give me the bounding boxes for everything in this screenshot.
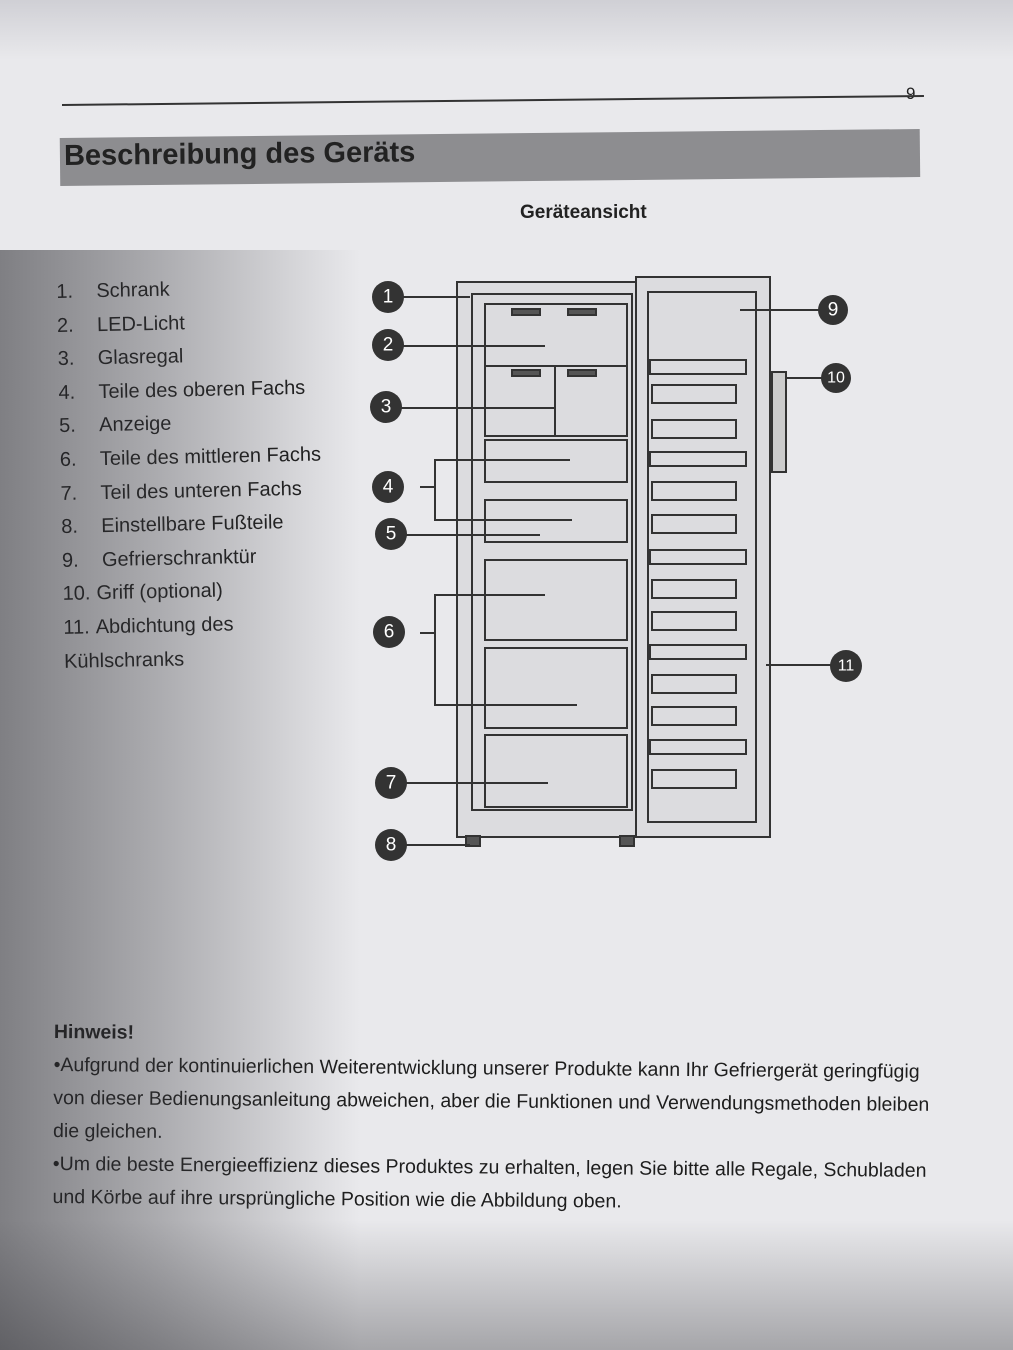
part-label: Teile des oberen Fachs — [98, 376, 306, 403]
led-light — [511, 308, 541, 316]
part-number: 9. — [61, 549, 79, 572]
note-bullet: •Aufgrund der kontinuierlichen Weiterent… — [53, 1053, 930, 1143]
part-number: 5. — [58, 414, 77, 438]
callout-4 — [372, 471, 404, 503]
callout-label: 8 — [386, 835, 397, 856]
part-label: LED-Licht — [96, 311, 186, 336]
callout-label: 10 — [827, 370, 845, 387]
part-label: Abdichtung des — [95, 613, 234, 639]
door-shelf — [649, 359, 747, 375]
door-shelf — [649, 644, 747, 660]
callout-5 — [375, 518, 407, 550]
drawer — [484, 559, 628, 641]
callout-11 — [830, 650, 862, 682]
door-bin — [651, 769, 737, 789]
part-label: Kühlschranks — [63, 647, 185, 673]
part-label: Teile des mittleren Fachs — [99, 443, 322, 471]
callout-7 — [375, 767, 407, 799]
door-bin — [651, 384, 737, 404]
callout-label: 1 — [383, 287, 394, 308]
part-label: Griff (optional) — [96, 579, 224, 605]
callout-label: 5 — [386, 524, 397, 545]
callout-label: 9 — [828, 300, 839, 321]
parts-list-item: 5. Anzeige — [59, 405, 321, 444]
part-label: Anzeige — [98, 412, 172, 437]
cabinet-inner — [471, 293, 633, 811]
part-label: Einstellbare Fußteile — [101, 511, 284, 538]
door-handle — [771, 371, 787, 473]
parts-list-item: Kühlschranks — [64, 640, 326, 679]
door-inner — [647, 291, 757, 823]
callout-2 — [372, 329, 404, 361]
parts-list-item: 11.Abdichtung des — [63, 606, 325, 645]
part-number: 10. — [62, 582, 91, 606]
callout-3 — [370, 391, 402, 423]
part-number: 1. — [56, 280, 74, 303]
door-bin — [651, 611, 737, 631]
part-label: Schrank — [96, 278, 170, 303]
parts-list-item: 7. Teil des unteren Fachs — [60, 472, 322, 511]
callout-label: 6 — [384, 622, 395, 643]
note-bullet: •Um die beste Energieeffizienz dieses Pr… — [52, 1152, 927, 1213]
door-bin — [651, 419, 737, 439]
door-shelf — [649, 549, 747, 565]
drawer — [484, 734, 628, 808]
part-label: Glasregal — [97, 345, 184, 370]
callout-label: 3 — [381, 397, 392, 418]
part-label: Gefrierschranktür — [101, 545, 257, 571]
adjustable-foot — [619, 835, 635, 847]
led-light — [567, 308, 597, 316]
door-shelf — [649, 451, 747, 467]
door-bin — [651, 481, 737, 501]
door-bin — [651, 706, 737, 726]
drawer — [484, 647, 628, 729]
door-shelf — [649, 739, 747, 755]
parts-list-item: 10.Griff (optional) — [62, 573, 324, 612]
callout-8 — [375, 829, 407, 861]
page-number: 9 — [906, 84, 916, 103]
parts-list-item: 3. Glasregal — [57, 338, 319, 377]
part-number: 2. — [56, 314, 74, 337]
part-number: 6. — [59, 448, 77, 471]
part-number: 7. — [60, 482, 78, 505]
callout-1 — [372, 281, 404, 313]
parts-list-item: 9. Gefrierschranktür — [62, 539, 324, 578]
parts-list-item: 1. Schrank — [56, 271, 318, 310]
part-number: 3. — [57, 347, 75, 371]
top-shadow — [0, 0, 1013, 60]
callout-label: 7 — [386, 773, 397, 794]
callout-label: 4 — [383, 477, 394, 498]
parts-list-item: 2. LED-Licht — [57, 304, 319, 343]
parts-list: 1. Schrank 2. LED-Licht 3. Glasregal 4. Teil… — [56, 271, 326, 680]
parts-list-item: 6. Teile des mittleren Fachs — [60, 438, 322, 477]
parts-list-item: 4. Teile des oberen Fachs — [58, 371, 320, 410]
callout-10 — [821, 363, 851, 393]
freezer-door — [635, 276, 771, 838]
adjustable-foot — [465, 835, 481, 847]
door-bin — [651, 579, 737, 599]
section-title: Beschreibung des Geräts — [63, 136, 416, 172]
door-bin — [651, 514, 737, 534]
part-label: Teil des unteren Fachs — [100, 477, 302, 504]
figure-title: Geräteansicht — [520, 202, 647, 223]
photo-shadow — [0, 1220, 1013, 1350]
led-light — [567, 369, 597, 377]
callout-label: 11 — [838, 658, 855, 675]
callout-6 — [373, 616, 405, 648]
freezer-diagram: 1 2 3 4 5 6 7 8 9 10 11 — [370, 276, 862, 861]
part-number: 4. — [58, 381, 76, 404]
callout-label: 2 — [383, 335, 394, 356]
led-light — [511, 369, 541, 377]
door-bin — [651, 674, 737, 694]
parts-list-item: 8. Einstellbare Fußteile — [61, 506, 323, 545]
part-number: 8. — [61, 515, 79, 539]
callout-9 — [818, 295, 848, 325]
note-block: Hinweis! •Aufgrund der kontinuierlichen … — [52, 1016, 954, 1221]
header-rule — [61, 94, 924, 106]
part-number: 11. — [63, 616, 90, 639]
